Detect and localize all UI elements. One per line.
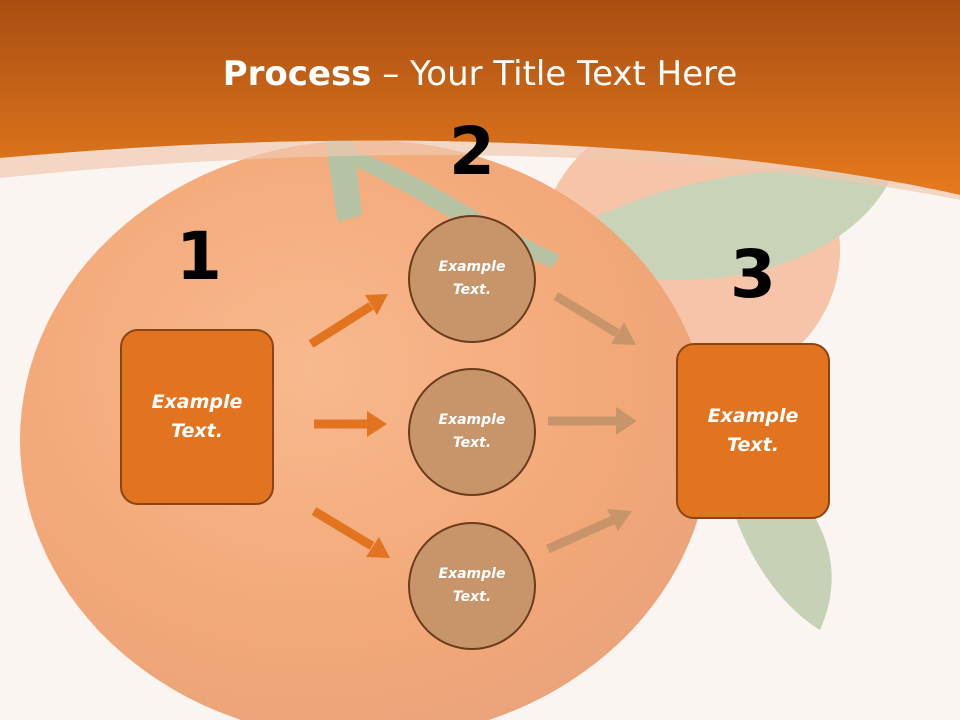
circle-bottom-text-line-2: Text. [452,589,492,605]
circle-bottom-text-line-1: Example [438,566,506,582]
arrow-top-to-step3 [553,292,636,345]
arrow-step1-to-top [308,294,388,348]
circle-top-text-line-2: Text. [452,282,492,298]
step-number-3: 3 [730,236,776,313]
step-2-circle-top[interactable]: Example Text. [408,215,536,343]
step-number-2: 2 [449,113,495,190]
title-rest: – Your Title Text Here [371,54,738,94]
arrow-middle-to-step3 [548,407,637,435]
arrow-bottom-to-step3 [546,509,632,554]
step-3-text-line-2: Text. [727,434,779,456]
arrow-step1-to-middle [314,411,387,437]
circle-middle-text-line-1: Example [438,412,506,428]
title-bold: Process [222,54,372,94]
step-1-text-line-1: Example [151,391,243,413]
step-2-circle-middle[interactable]: Example Text. [408,368,536,496]
circle-middle-text-line-2: Text. [452,435,492,451]
step-3-text-line-1: Example [707,405,799,427]
circle-top-text-line-1: Example [438,259,506,275]
arrow-step1-to-bottom [311,507,390,558]
slide-title: Process – Your Title Text Here [0,52,960,96]
step-1-box[interactable]: Example Text. [120,329,274,505]
step-3-box[interactable]: Example Text. [676,343,830,519]
step-2-circle-bottom[interactable]: Example Text. [408,522,536,650]
step-number-1: 1 [176,218,222,295]
step-1-text-line-2: Text. [171,420,223,442]
